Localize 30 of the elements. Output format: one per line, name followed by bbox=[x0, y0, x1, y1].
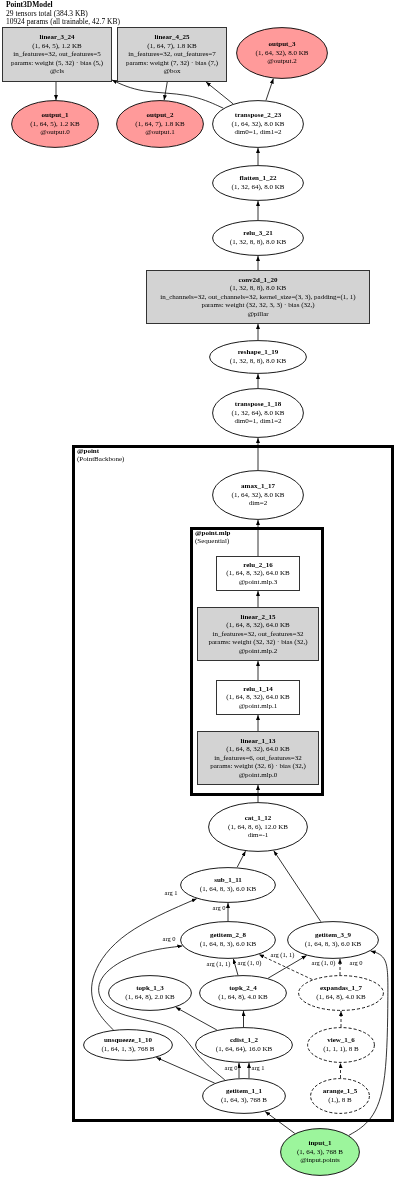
operation-ellipse bbox=[212, 165, 304, 201]
module-frame bbox=[72, 445, 394, 1122]
layer-box bbox=[197, 607, 319, 661]
operation-ellipse bbox=[195, 1027, 293, 1063]
output-ellipse bbox=[236, 27, 328, 79]
operation-ellipse bbox=[108, 975, 192, 1011]
layer-box bbox=[197, 731, 319, 785]
operation-ellipse bbox=[212, 100, 304, 148]
operation-ellipse bbox=[212, 220, 304, 256]
input-ellipse bbox=[280, 1128, 360, 1176]
operation-ellipse bbox=[199, 975, 287, 1011]
module-box bbox=[216, 556, 300, 591]
operation-ellipse bbox=[180, 867, 276, 903]
operation-ellipse bbox=[83, 1029, 173, 1061]
operation-ellipse bbox=[209, 340, 307, 374]
module-frame bbox=[190, 527, 324, 796]
output-ellipse bbox=[116, 100, 204, 148]
operation-ellipse bbox=[307, 1027, 375, 1063]
output-ellipse bbox=[11, 100, 99, 148]
operation-ellipse bbox=[298, 975, 384, 1011]
operation-ellipse bbox=[287, 921, 379, 959]
operation-ellipse bbox=[310, 1078, 370, 1114]
operation-ellipse bbox=[212, 388, 304, 438]
operation-ellipse bbox=[212, 470, 304, 520]
layer-box bbox=[117, 27, 227, 82]
operation-ellipse bbox=[202, 1078, 286, 1114]
layer-box bbox=[2, 27, 112, 82]
module-box bbox=[216, 680, 300, 715]
operation-ellipse bbox=[208, 802, 308, 852]
layer-box bbox=[146, 270, 370, 324]
